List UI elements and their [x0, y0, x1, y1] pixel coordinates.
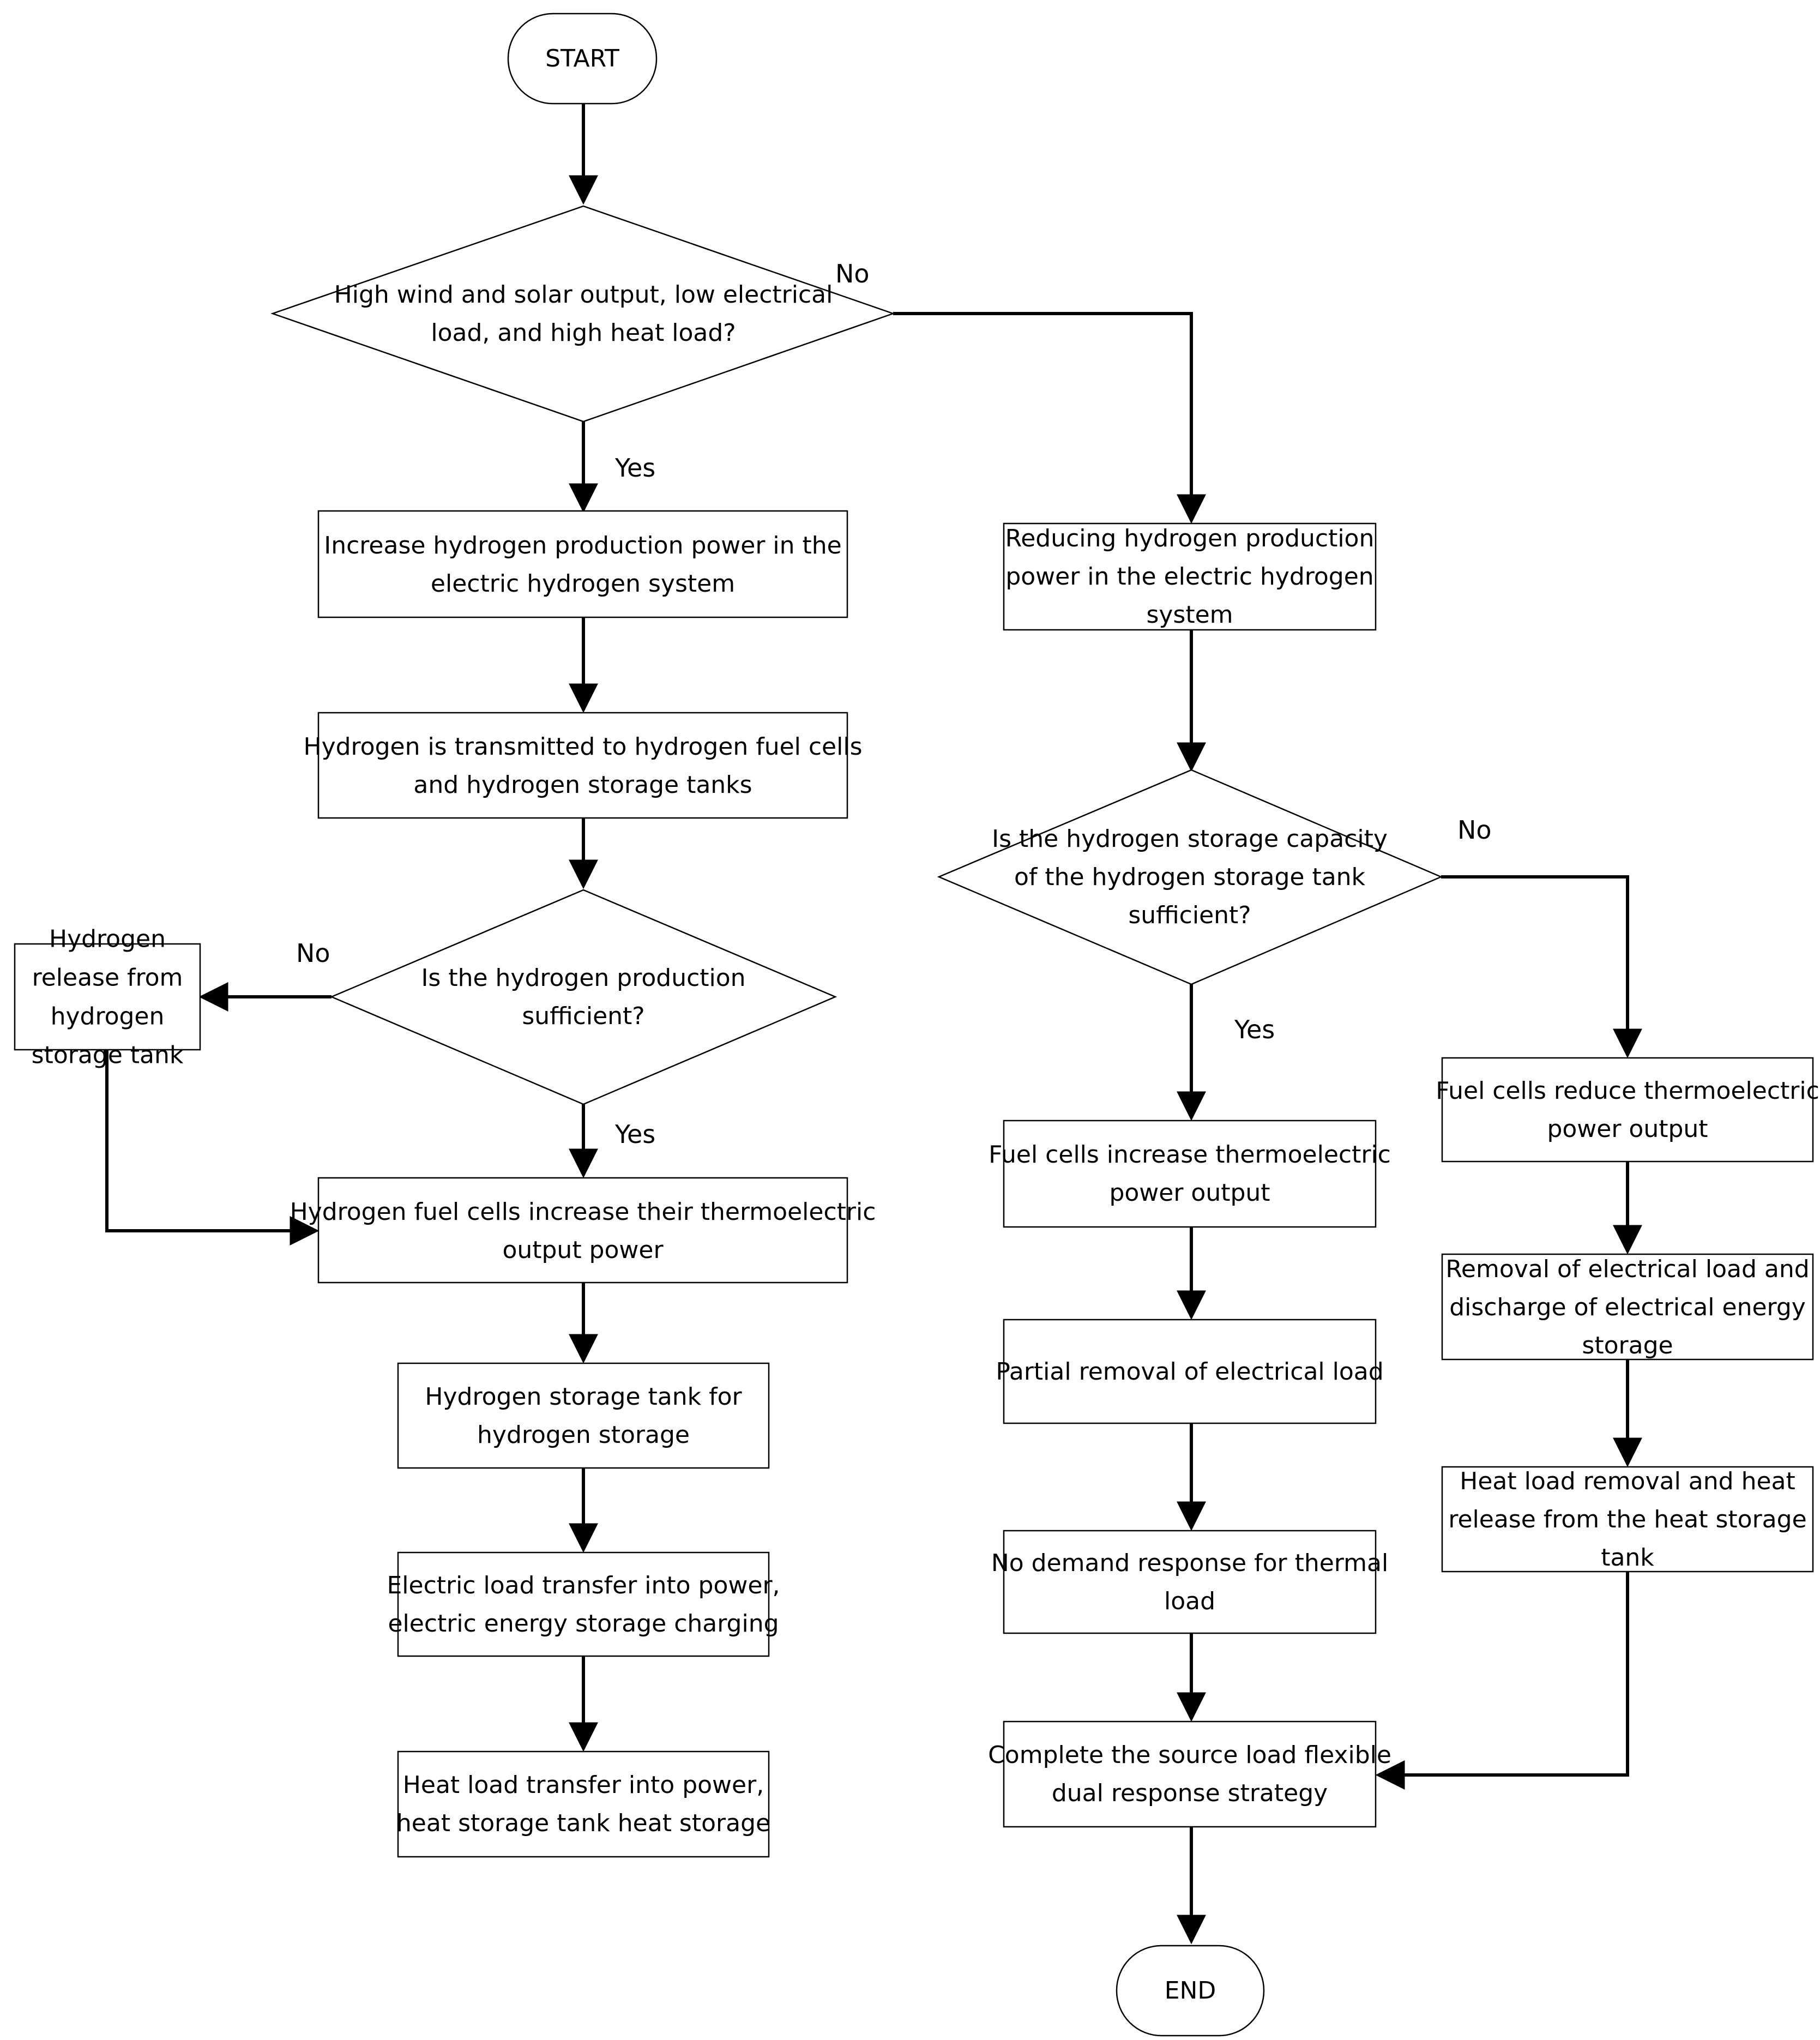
transmit-line-2: and hydrogen storage tanks: [413, 771, 752, 799]
process-complete-strategy: [1003, 1720, 1377, 1828]
release-line-3: hydrogen: [51, 1002, 165, 1030]
increase-line-1: Increase hydrogen production power in th…: [324, 532, 842, 559]
complete-line-2: dual response strategy: [1052, 1779, 1328, 1807]
d2-line-1: Is the hydrogen production: [421, 964, 745, 992]
d3-line-2: of the hydrogen storage tank: [1014, 863, 1366, 891]
process-fuel-cells-reduce: [1441, 1057, 1814, 1163]
tank-storage-label: Hydrogen storage tank for hydrogen storag…: [425, 1383, 742, 1449]
process-removal-electrical: [1441, 1253, 1814, 1361]
start-line-1: START: [545, 45, 619, 73]
hydrogen-release-label: Hydrogen release from hydrogen storage tank: [32, 925, 184, 1069]
edge-d1-no-to-reduce: [893, 312, 1206, 524]
d3-line-1: Is the hydrogen storage capacity: [992, 825, 1388, 853]
fc-reduce-line-2: power output: [1547, 1115, 1708, 1143]
fuel-cells-reduce-label: Fuel cells reduce thermoelectric power ou…: [1436, 1077, 1819, 1143]
d2-line-2: sufficient?: [522, 1002, 644, 1030]
complete-strategy-label: Complete the source load flexible dual re…: [988, 1741, 1391, 1807]
process-fuel-cells-increase: [317, 1177, 848, 1284]
end-line-1: END: [1165, 1977, 1216, 2005]
edge-labels: No Yes No Yes No Yes: [296, 259, 1492, 1149]
reduce-production-label: Reducing hydrogen production power in the…: [1005, 525, 1375, 629]
node-texts: START High wind and solar output, low el…: [32, 45, 1819, 2005]
d3-no-label: No: [1457, 815, 1492, 845]
decision-conditions: [270, 205, 895, 423]
process-no-demand-response: [1003, 1530, 1377, 1634]
removal-electrical-label: Removal of electrical load and discharge …: [1445, 1255, 1809, 1359]
heat-transfer-line-1: Heat load transfer into power,: [403, 1771, 764, 1799]
edge-release-to-fc-increase: [105, 1050, 320, 1245]
process-electric-load-transfer: [397, 1551, 770, 1657]
process-fuel-cells-increase-output: [1003, 1120, 1377, 1228]
process-heat-load-removal: [1441, 1466, 1814, 1573]
decision-production-sufficient: [329, 889, 837, 1105]
no-demand-line-2: load: [1164, 1587, 1215, 1615]
process-transmit-hydrogen: [317, 712, 848, 819]
reduce-line-2: power in the electric hydrogen: [1005, 563, 1373, 591]
shapes: [14, 13, 1814, 2037]
edge-d3-no-to-fc-reduce: [1441, 875, 1642, 1058]
process-reduce-production: [1003, 522, 1377, 631]
elec-transfer-line-2: electric energy storage charging: [388, 1610, 779, 1638]
release-line-4: storage tank: [32, 1041, 184, 1069]
fc-inc-out-line-2: power output: [1109, 1179, 1270, 1207]
fc-inc-out-line-1: Fuel cells increase thermoelectric: [989, 1141, 1391, 1169]
fc-reduce-line-1: Fuel cells reduce thermoelectric: [1436, 1077, 1819, 1105]
electric-load-transfer-label: Electric load transfer into power, electr…: [387, 1572, 780, 1638]
fuel-cells-increase-output-label: Fuel cells increase thermoelectric power …: [989, 1141, 1391, 1207]
d2-no-label: No: [296, 938, 330, 968]
end-label: END: [1165, 1977, 1216, 2005]
heat-removal-line-1: Heat load removal and heat: [1460, 1467, 1795, 1495]
heat-transfer-line-2: heat storage tank heat storage: [396, 1809, 770, 1837]
transmit-hydrogen-label: Hydrogen is transmitted to hydrogen fuel…: [303, 733, 862, 799]
start-terminator: [507, 13, 658, 105]
process-increase-production: [317, 510, 848, 618]
start-label: START: [545, 45, 619, 73]
reduce-line-1: Reducing hydrogen production: [1005, 525, 1375, 552]
fc-increase-line-1: Hydrogen fuel cells increase their therm…: [290, 1198, 876, 1226]
heat-load-transfer-label: Heat load transfer into power, heat stora…: [396, 1771, 770, 1837]
transmit-line-1: Hydrogen is transmitted to hydrogen fuel…: [303, 733, 862, 761]
d1-line-2: load, and high heat load?: [431, 319, 736, 347]
increase-line-2: electric hydrogen system: [431, 570, 735, 598]
heat-load-removal-label: Heat load removal and heat release from t…: [1448, 1467, 1806, 1572]
increase-production-label: Increase hydrogen production power in th…: [324, 532, 842, 598]
d1-yes-label: Yes: [614, 453, 655, 483]
d1-line-1: High wind and solar output, low electric…: [334, 281, 833, 309]
d3-yes-label: Yes: [1234, 1015, 1275, 1044]
heat-removal-line-3: tank: [1601, 1544, 1654, 1572]
storage-sufficient-label: Is the hydrogen storage capacity of the h…: [992, 825, 1388, 929]
removal-elec-line-3: storage: [1582, 1332, 1673, 1359]
process-heat-load-transfer: [397, 1750, 770, 1858]
reduce-line-3: system: [1146, 601, 1233, 629]
d3-line-3: sufficient?: [1128, 901, 1251, 929]
tank-storage-line-2: hydrogen storage: [477, 1421, 690, 1449]
d2-yes-label: Yes: [614, 1120, 655, 1149]
removal-elec-line-1: Removal of electrical load and: [1445, 1255, 1809, 1283]
production-sufficient-label: Is the hydrogen production sufficient?: [421, 964, 745, 1030]
decision-conditions-label: High wind and solar output, low electric…: [334, 281, 833, 347]
connectors: [105, 104, 1642, 1945]
heat-removal-line-2: release from the heat storage: [1448, 1506, 1806, 1533]
elec-transfer-line-1: Electric load transfer into power,: [387, 1572, 780, 1599]
process-hydrogen-release: [14, 943, 201, 1051]
edge-heat-removal-to-complete: [1375, 1572, 1629, 1790]
release-line-2: release from: [32, 964, 183, 991]
fuel-cells-increase-label: Hydrogen fuel cells increase their therm…: [290, 1198, 876, 1264]
no-demand-response-label: No demand response for thermal load: [991, 1549, 1388, 1615]
process-partial-removal: [1003, 1319, 1377, 1424]
removal-elec-line-2: discharge of electrical energy: [1449, 1293, 1806, 1321]
end-terminator: [1116, 1945, 1265, 2037]
no-demand-line-1: No demand response for thermal: [991, 1549, 1388, 1577]
decision-storage-sufficient: [937, 769, 1443, 985]
fc-increase-line-2: output power: [502, 1236, 664, 1264]
process-tank-storage: [397, 1362, 770, 1469]
tank-storage-line-1: Hydrogen storage tank for: [425, 1383, 742, 1411]
partial-line-1: Partial removal of electrical load: [996, 1358, 1383, 1386]
release-line-1: Hydrogen: [49, 925, 166, 953]
d1-no-label: No: [835, 259, 870, 288]
partial-removal-label: Partial removal of electrical load: [996, 1358, 1383, 1386]
complete-line-1: Complete the source load flexible: [988, 1741, 1391, 1769]
